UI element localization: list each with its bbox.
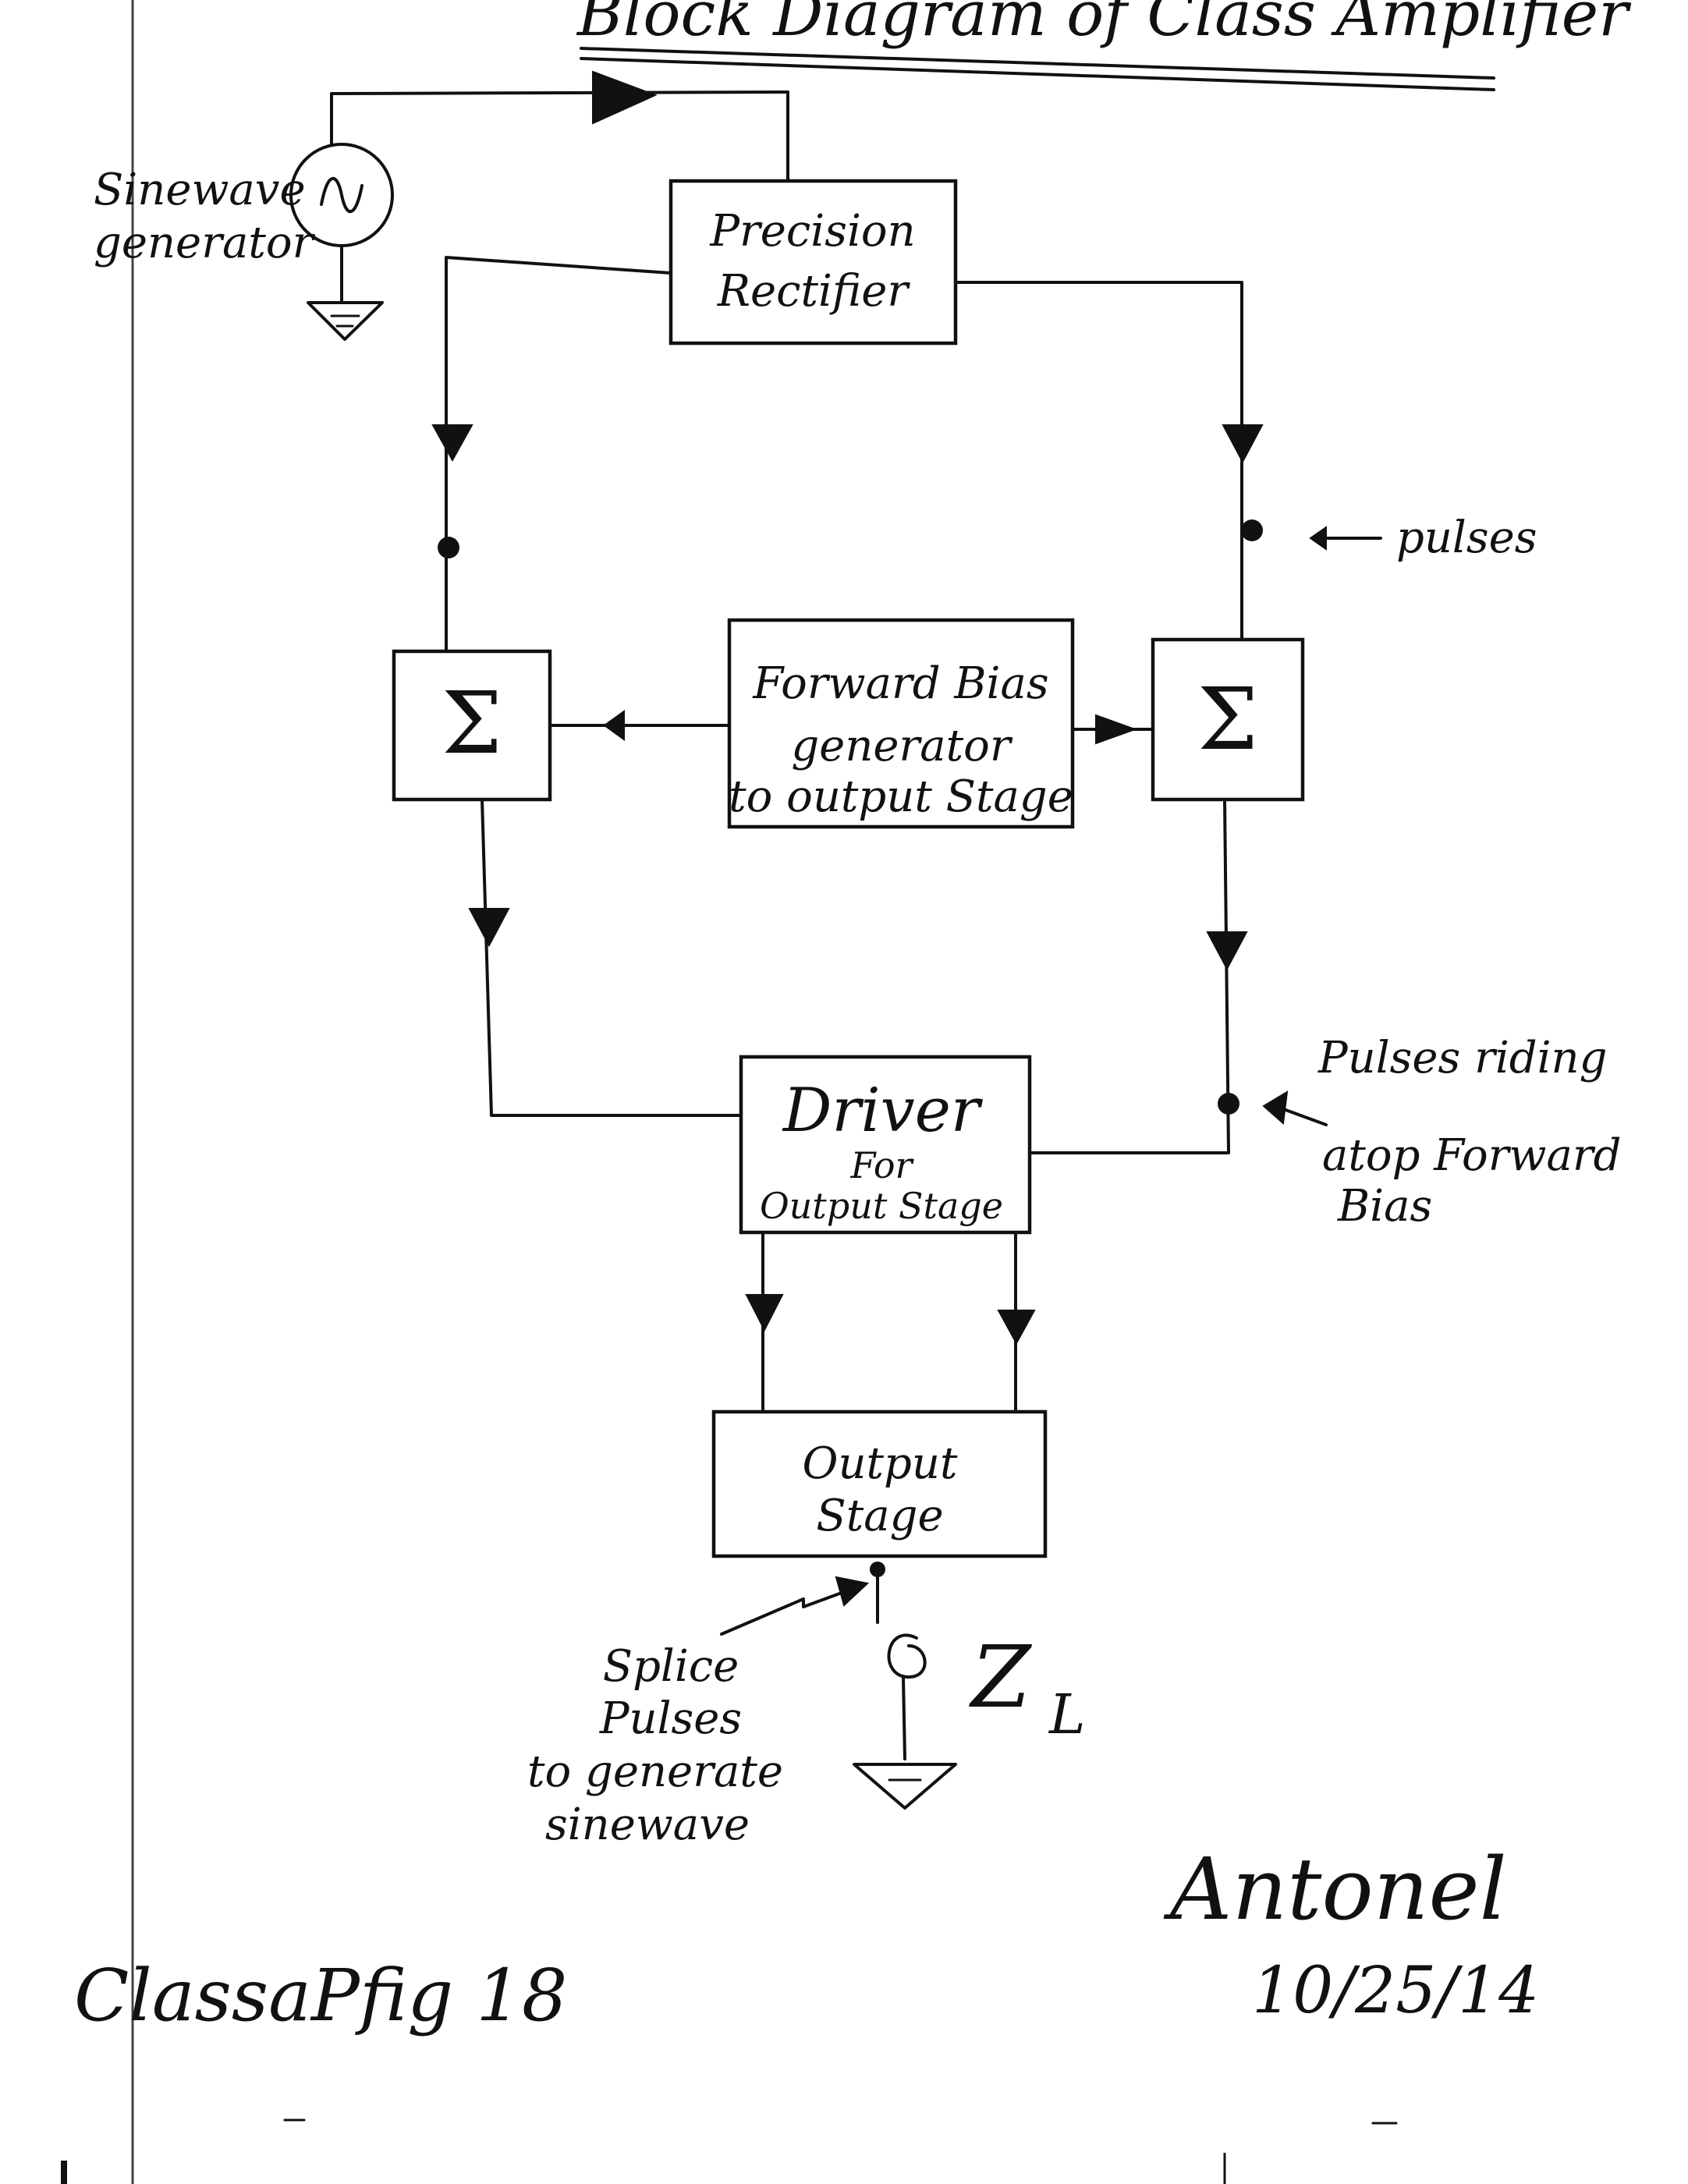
figure-label: ClassaPfig 18 [74,1954,567,2037]
diagram-title: Block Diagram of Class Amplifier [576,0,1632,50]
left-sum-block: Σ [392,649,552,802]
driver-line1: Driver [782,1076,984,1146]
driver-out-right-arrow-icon [997,1310,1036,1346]
precision-rectifier-line2: Rectifier [717,266,911,317]
left-sigma: Σ [442,673,502,773]
driver-line3: Output Stage [760,1185,1003,1227]
right-sum-down-arrow-icon [1206,931,1248,971]
driver-line2: For [849,1144,914,1186]
driver-out-left-arrow-icon [745,1294,784,1332]
splice-line3: to generate [527,1746,783,1797]
splice-line4: sinewave [545,1799,750,1850]
pulses-riding-line3: Bias [1337,1181,1432,1232]
sinewave-generator [289,70,789,341]
forward-bias-line2: generator [791,721,1013,771]
sinewave-label-2: generator [94,218,316,268]
precision-rectifier-block: Precision Rectifier [668,179,958,346]
pulses-riding-pointer-icon [1262,1090,1289,1125]
output-stage-line2: Stage [816,1491,943,1541]
left-pulse-node [438,537,459,558]
ground-icon [307,301,384,341]
splice-pointer-icon [835,1576,870,1607]
right-sigma: Σ [1197,669,1258,769]
right-sum-block: Σ [1151,637,1305,802]
driver-block: Driver For Output Stage [739,1055,1032,1235]
pulses-annotation [1309,526,1382,551]
load-ground-icon [853,1763,957,1810]
source-arrow-icon [592,70,658,125]
signature-date: 10/25/14 [1252,1954,1539,2028]
right-branch-wires [954,281,1264,641]
title-underline-2 [580,57,1495,91]
splice-line1: Splice [603,1641,739,1692]
pulses-riding-line2: atop Forward [1322,1130,1621,1181]
right-pulse-node [1241,519,1263,541]
driver-to-output-wires [745,1231,1036,1438]
left-sum-down-arrow-icon [468,908,510,948]
left-branch-wires [431,256,672,653]
load-circuit [853,1562,957,1810]
sinewave-label-1: Sinewave [94,165,306,215]
output-stage-line1: Output [803,1438,958,1489]
load-subscript: L [1048,1682,1085,1746]
pulses-riding-line1: Pulses riding [1317,1033,1607,1083]
bias-right-arrow-icon [1095,714,1137,745]
sine-symbol-icon [320,177,363,213]
bias-left-arrow-icon [603,710,625,741]
output-stage-block: Output Stage [711,1409,1048,1558]
precision-rectifier-line1: Precision [709,206,915,257]
load-label: Z [969,1627,1032,1727]
left-sum-to-driver-wires [468,798,743,1117]
signature: Antonel [1163,1839,1507,1939]
right-sum-to-driver-wires [1028,798,1248,1154]
right-pulse-bias-node [1218,1093,1239,1115]
splice-annotation [720,1576,870,1636]
forward-bias-line3: to output Stage [729,771,1073,822]
pulses-riding-annotation [1262,1090,1328,1126]
right-down-arrow-icon [1222,424,1264,464]
pulses-label: pulses [1396,512,1537,563]
pulses-pointer-icon [1309,526,1327,551]
splice-line2: Pulses [599,1693,742,1744]
forward-bias-line1: Forward Bias [752,658,1048,709]
forward-bias-block: Forward Bias generator to output Stage [727,618,1075,829]
left-down-arrow-icon [431,424,473,463]
load-coil-icon [887,1633,927,1679]
title-underline-1 [580,47,1495,80]
